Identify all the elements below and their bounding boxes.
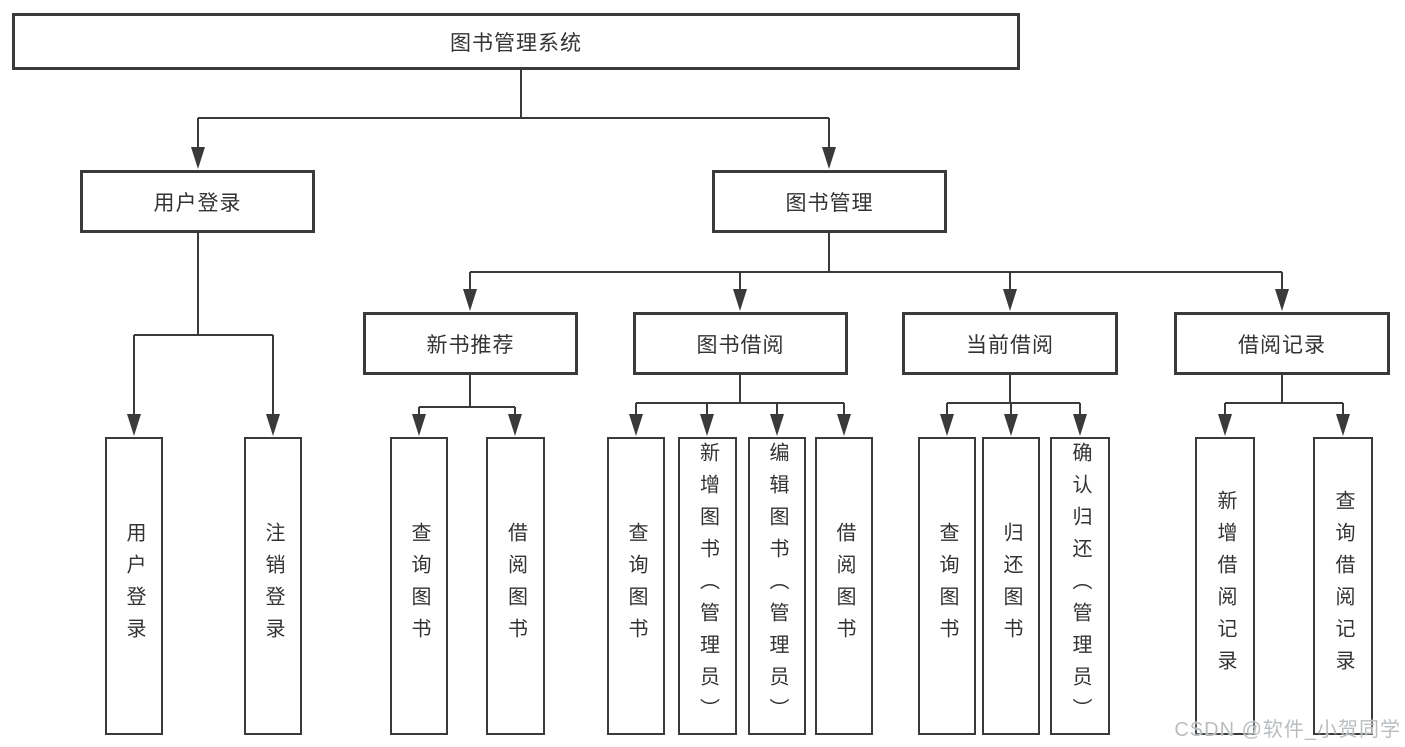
leaf-user-login: 用户登录 — [105, 437, 163, 735]
leaf-borrow-books: 借阅图书 — [815, 437, 873, 735]
leaf-label: 借阅图书 — [504, 522, 527, 650]
node-label: 图书管理系统 — [450, 31, 582, 55]
node-label: 新书推荐 — [426, 333, 515, 357]
leaf-label: 查询图书 — [408, 522, 430, 650]
leaf-label: 归还图书 — [1000, 522, 1022, 650]
leaf-label: 新增借阅记录 — [1214, 490, 1236, 682]
leaf-search-books-recommend: 查询图书 — [390, 437, 448, 735]
leaf-label: 借阅图书 — [833, 522, 855, 650]
node-new-book-recommendation: 新书推荐 — [363, 312, 578, 375]
node-borrowing-records: 借阅记录 — [1174, 312, 1390, 375]
leaf-label: 用户登录 — [123, 522, 145, 650]
leaf-return-books: 归还图书 — [982, 437, 1040, 735]
leaf-label: 编辑图书（管理员） — [766, 442, 788, 730]
leaf-borrow-books-recommend: 借阅图书 — [486, 437, 545, 735]
leaf-label: 查询借阅记录 — [1332, 490, 1354, 682]
leaf-label: 新增图书（管理员） — [696, 442, 719, 730]
leaf-search-borrow-record: 查询借阅记录 — [1313, 437, 1373, 735]
node-book-management: 图书管理 — [712, 170, 947, 233]
leaf-add-borrow-record: 新增借阅记录 — [1195, 437, 1255, 735]
node-label: 当前借阅 — [966, 333, 1054, 357]
node-label: 图书管理 — [785, 191, 874, 215]
leaf-search-books-current: 查询图书 — [918, 437, 976, 735]
leaf-search-books-borrowing: 查询图书 — [607, 437, 665, 735]
leaf-add-books-admin: 新增图书（管理员） — [678, 437, 737, 735]
leaf-label: 查询图书 — [936, 522, 958, 650]
leaf-logout: 注销登录 — [244, 437, 302, 735]
node-library-management-system: 图书管理系统 — [12, 13, 1020, 70]
leaf-label: 查询图书 — [625, 522, 647, 650]
arrowheads — [127, 147, 1350, 436]
leaf-edit-books-admin: 编辑图书（管理员） — [748, 437, 806, 735]
watermark: CSDN @软件_小贺同学 — [1174, 719, 1401, 741]
node-label: 借阅记录 — [1238, 333, 1326, 357]
node-label: 图书借阅 — [696, 333, 785, 357]
node-user-login: 用户登录 — [80, 170, 315, 233]
leaf-confirm-return-admin: 确认归还（管理员） — [1050, 437, 1110, 735]
leaf-label: 注销登录 — [262, 522, 284, 650]
leaf-label: 确认归还（管理员） — [1069, 442, 1091, 730]
node-current-borrowing: 当前借阅 — [902, 312, 1118, 375]
node-book-borrowing: 图书借阅 — [633, 312, 848, 375]
node-label: 用户登录 — [153, 191, 242, 215]
